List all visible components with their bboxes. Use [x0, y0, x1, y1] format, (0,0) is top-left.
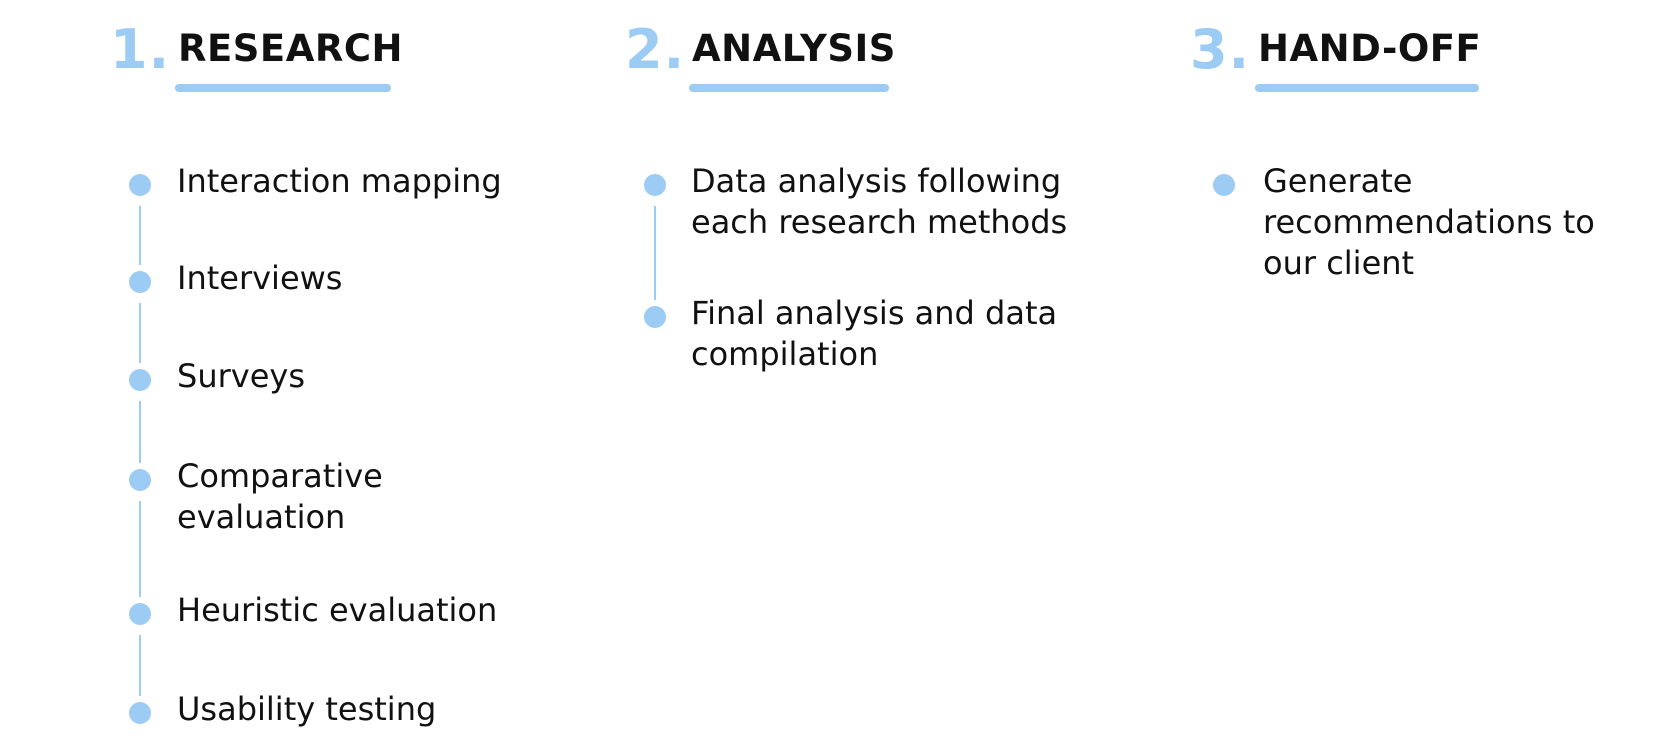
- phase-number: 2.: [625, 18, 686, 81]
- step-bullet: [129, 469, 151, 491]
- step-label: Comparative: [177, 457, 383, 495]
- step-connector-line: [139, 501, 141, 597]
- phase-header: 1. RESEARCH: [110, 0, 710, 100]
- step-bullet: [129, 271, 151, 293]
- phase-number: 1.: [110, 18, 171, 81]
- phase-title: HAND-OFF: [1258, 27, 1482, 70]
- step-bullet: [1213, 174, 1235, 196]
- step-label: each research methods: [691, 203, 1068, 241]
- phase-title: ANALYSIS: [692, 27, 896, 70]
- phase-header: 2. ANALYSIS: [625, 0, 1225, 100]
- step-label: Usability testing: [177, 690, 437, 728]
- phase-number: 3.: [1190, 18, 1251, 81]
- step-connector-line: [654, 206, 656, 300]
- step-connector-line: [139, 635, 141, 696]
- step-bullet: [644, 306, 666, 328]
- step-connector-line: [139, 303, 141, 363]
- phase-title-underline: [1255, 84, 1479, 92]
- step-label: Data analysis following: [691, 162, 1062, 200]
- step-connector-line: [139, 206, 141, 265]
- step-label: Surveys: [177, 357, 305, 395]
- step-bullet: [129, 702, 151, 724]
- step-label: Interaction mapping: [177, 162, 502, 200]
- phase-title-underline: [689, 84, 889, 92]
- step-connector-line: [139, 401, 141, 463]
- phase-header: 3. HAND-OFF: [1190, 0, 1670, 100]
- step-bullet: [129, 174, 151, 196]
- step-label: compilation: [691, 335, 879, 373]
- step-label: recommendations to: [1263, 203, 1595, 241]
- step-label: our client: [1263, 244, 1415, 282]
- step-bullet: [129, 369, 151, 391]
- step-label: Heuristic evaluation: [177, 591, 498, 629]
- step-label: Generate: [1263, 162, 1413, 200]
- phase-title: RESEARCH: [178, 27, 403, 70]
- phase-title-underline: [175, 84, 391, 92]
- step-bullet: [644, 174, 666, 196]
- step-label: Final analysis and data: [691, 294, 1058, 332]
- step-label: evaluation: [177, 498, 346, 536]
- step-label: Interviews: [177, 259, 343, 297]
- step-bullet: [129, 603, 151, 625]
